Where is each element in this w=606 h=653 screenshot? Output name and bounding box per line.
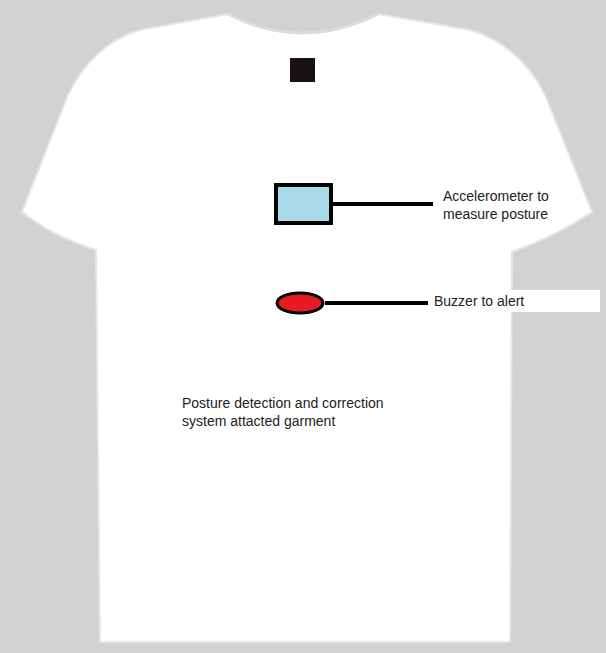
leader-line bbox=[333, 202, 433, 206]
leader-line bbox=[325, 301, 428, 305]
accelerometer-symbol bbox=[276, 185, 331, 223]
annotation-label: Buzzer to alert bbox=[428, 290, 600, 312]
annotation-label: Posture detection and correction system … bbox=[182, 394, 427, 430]
shirt-body bbox=[22, 14, 592, 642]
neck-tag bbox=[290, 58, 315, 82]
shirt-collar bbox=[228, 14, 378, 33]
annotation-label: Accelerometer to measure posture bbox=[443, 187, 583, 223]
buzzer-symbol bbox=[277, 293, 323, 313]
